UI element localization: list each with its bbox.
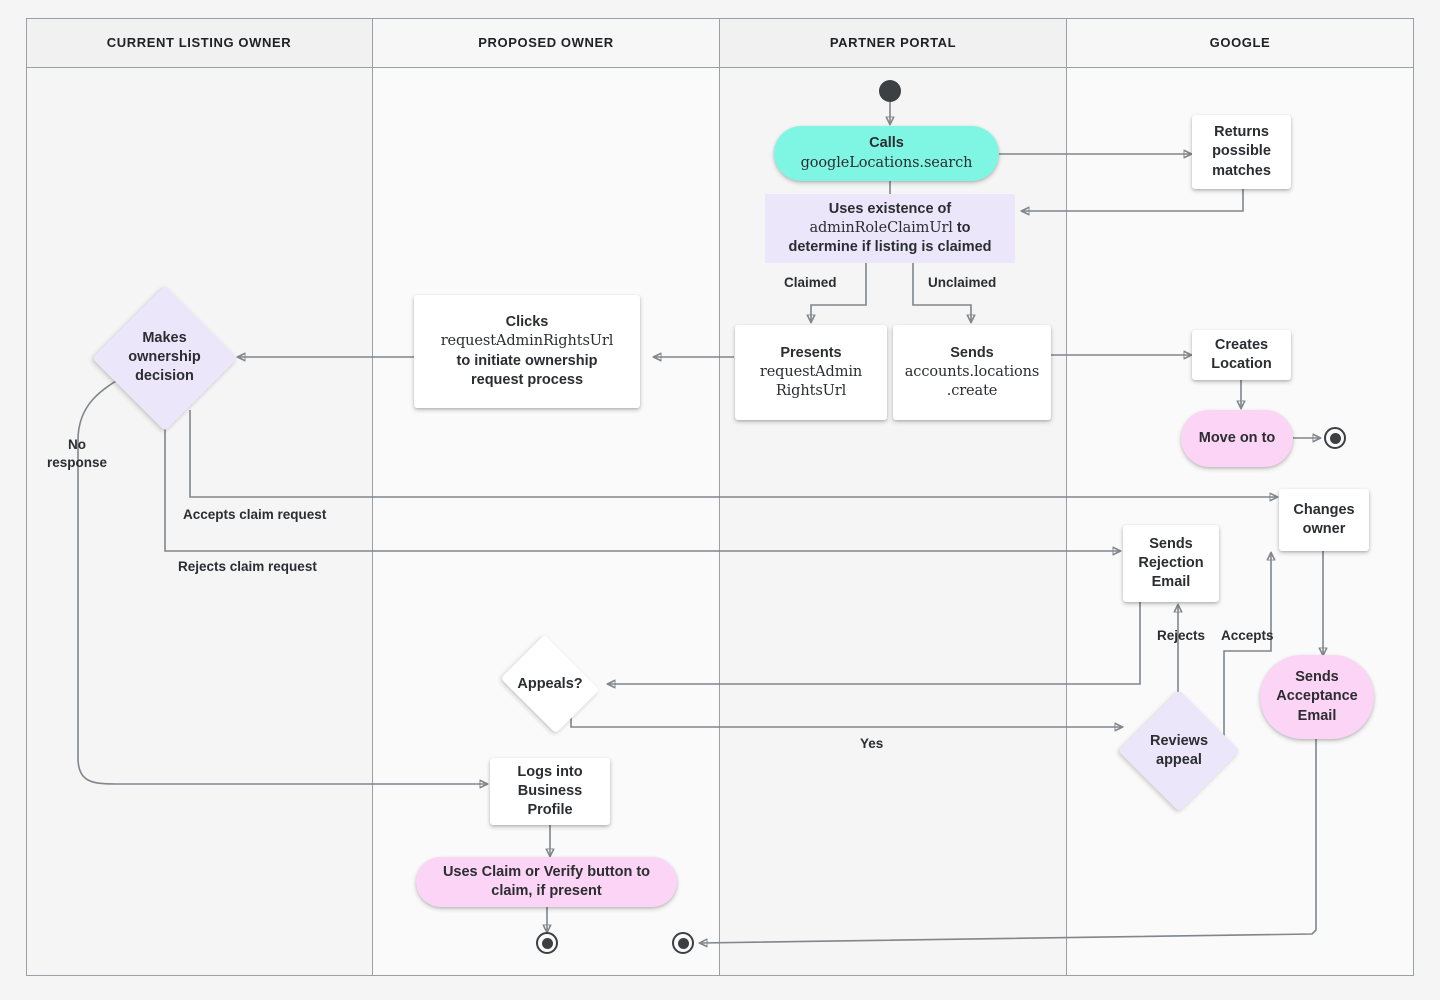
- lane-body: [26, 18, 372, 976]
- node-line-2: accounts.locations: [904, 363, 1040, 380]
- node-makes-ownership-decision[interactable]: Makes ownership decision: [92, 285, 237, 430]
- edge-label-claimed: Claimed: [784, 275, 837, 290]
- node-label: Creates Location: [1211, 336, 1272, 372]
- lane-header-proposed-owner: PROPOSED OWNER: [373, 18, 719, 68]
- node-line-2: adminRoleClaimUrl: [809, 219, 953, 236]
- node-line-2: requestAdmin: [759, 363, 863, 380]
- node-line-1: Uses Claim or Verify button to: [442, 863, 651, 880]
- node-logs-into-business-profile[interactable]: Logs into Business Profile: [490, 758, 610, 825]
- node-sends-accounts-locations-create[interactable]: Sends accounts.locations .create: [893, 325, 1051, 420]
- lane-body: [373, 18, 719, 976]
- node-line-3: RightsUrl: [775, 383, 847, 400]
- node-line-1: Sends: [950, 344, 994, 361]
- node-line-3: .create: [946, 383, 998, 400]
- node-label: Reviews appeal: [1149, 733, 1209, 768]
- node-line-4: determine if listing is claimed: [788, 239, 992, 256]
- end-node-partner-portal: [672, 932, 694, 954]
- edge-label-accepts: Accepts: [1221, 628, 1274, 643]
- lane-header-current-listing-owner: CURRENT LISTING OWNER: [26, 18, 372, 68]
- node-uses-claim-or-verify-button[interactable]: Uses Claim or Verify button to claim, if…: [416, 857, 677, 907]
- node-creates-location[interactable]: Creates Location: [1192, 330, 1291, 380]
- node-line-4: request process: [470, 371, 584, 388]
- node-label: Changes owner: [1293, 501, 1355, 537]
- node-line-1: Uses existence of: [828, 200, 952, 217]
- node-label: Move on to: [1198, 429, 1276, 446]
- node-label: Sends Rejection Email: [1138, 535, 1204, 591]
- node-calls-googlelocations-search[interactable]: Calls googleLocations.search: [774, 126, 999, 181]
- lane-header-google: GOOGLE: [1067, 18, 1413, 68]
- node-sends-acceptance-email[interactable]: Sends Acceptance Email: [1260, 655, 1374, 739]
- end-node-proposed-owner: [536, 932, 558, 954]
- node-line-1: Clicks: [505, 313, 549, 330]
- node-line-1: Calls: [869, 135, 904, 152]
- node-uses-existence-adminroleclaimurl[interactable]: Uses existence of adminRoleClaimUrl to d…: [765, 194, 1015, 263]
- node-changes-owner[interactable]: Changes owner: [1279, 489, 1369, 551]
- node-label: Appeals?: [517, 675, 583, 692]
- swimlane-current-listing-owner: CURRENT LISTING OWNER: [26, 18, 373, 976]
- node-appeals-decision[interactable]: Appeals?: [495, 634, 605, 734]
- edge-label-rejects: Rejects: [1157, 628, 1206, 643]
- end-node-google: [1324, 427, 1346, 449]
- node-label: Returns possible matches: [1212, 124, 1271, 179]
- edge-label-yes: Yes: [860, 736, 884, 751]
- node-reviews-appeal[interactable]: Reviews appeal: [1118, 690, 1240, 812]
- node-line-2: requestAdminRightsUrl: [440, 333, 614, 350]
- node-sends-rejection-email[interactable]: Sends Rejection Email: [1123, 525, 1219, 602]
- node-label: Sends Acceptance Email: [1276, 669, 1358, 724]
- node-label: Makes ownership decision: [128, 330, 201, 384]
- swimlane-proposed-owner: PROPOSED OWNER: [373, 18, 720, 976]
- node-line-3: to initiate ownership: [456, 352, 598, 369]
- node-presents-requestadminrightsurl[interactable]: Presents requestAdmin RightsUrl: [735, 325, 887, 420]
- node-line-2-wrap: adminRoleClaimUrl to: [809, 219, 970, 238]
- edge-label-no-response: No response: [46, 437, 108, 471]
- node-line-2: googleLocations.search: [800, 154, 973, 171]
- node-line-3: to: [952, 219, 971, 236]
- start-node: [879, 80, 901, 102]
- edge-label-unclaimed: Unclaimed: [928, 275, 997, 290]
- node-line-1: Presents: [780, 344, 842, 361]
- node-label: Logs into Business Profile: [517, 763, 583, 819]
- edge-label-rejects-claim-request: Rejects claim request: [178, 559, 317, 574]
- node-move-on-to[interactable]: Move on to: [1181, 410, 1293, 467]
- edge-label-accepts-claim-request: Accepts claim request: [183, 507, 327, 522]
- node-line-2: claim, if present: [491, 883, 602, 899]
- node-clicks-requestadminrightsurl[interactable]: Clicks requestAdminRightsUrl to initiate…: [414, 295, 640, 408]
- lane-header-partner-portal: PARTNER PORTAL: [720, 18, 1066, 68]
- node-returns-possible-matches[interactable]: Returns possible matches: [1192, 115, 1291, 189]
